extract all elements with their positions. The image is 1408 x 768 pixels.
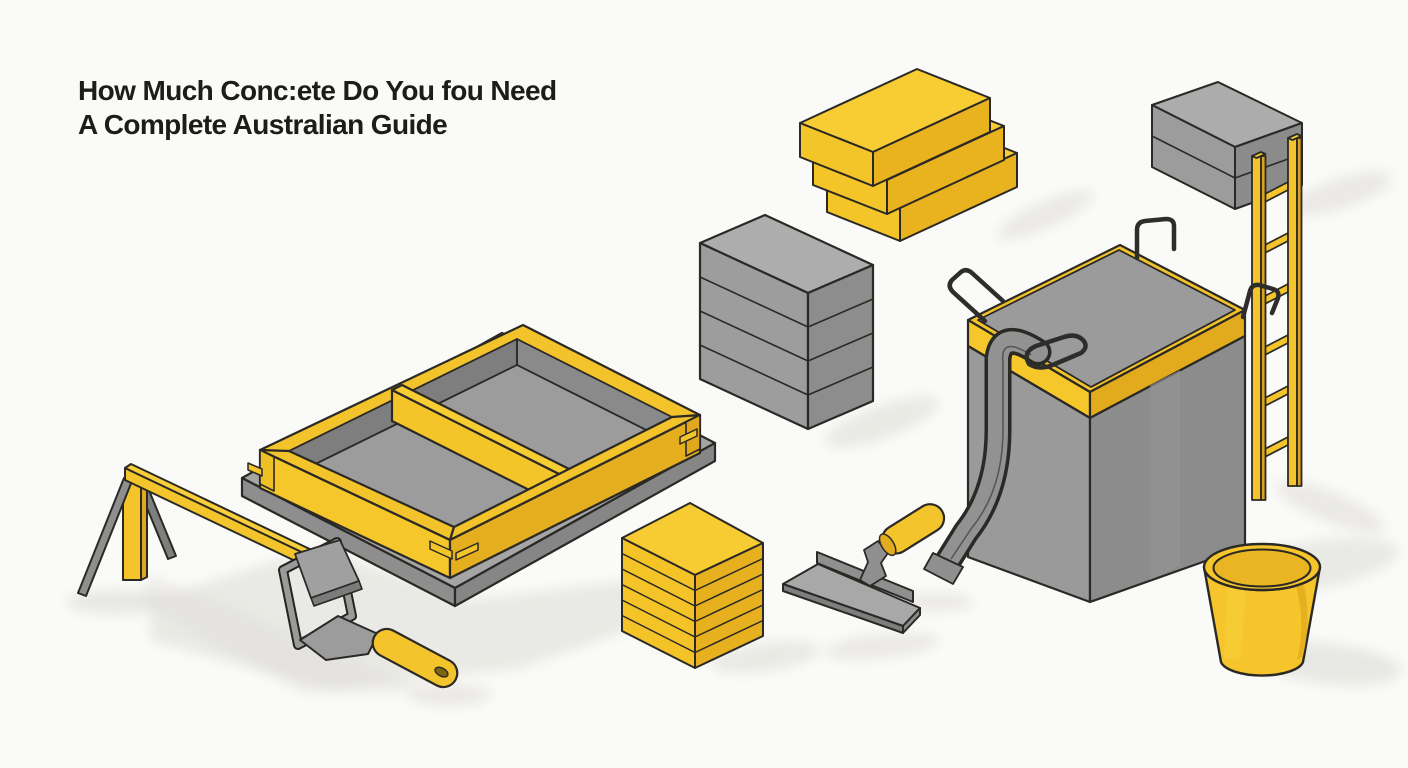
page-title: How Much Conc:ete Do You fou Need A Comp… — [78, 74, 557, 142]
wire-handle-icon — [1240, 282, 1281, 320]
yellow-bag-stack-icon — [621, 502, 764, 669]
page-title-line2: A Complete Australian Guide — [78, 109, 448, 140]
yellow-bucket-icon — [1202, 542, 1322, 677]
concrete-bin-with-chute-icon — [923, 216, 1247, 604]
discharge-chute-icon — [923, 328, 1052, 585]
grey-block-stack-large-icon — [698, 213, 875, 431]
wire-handle-icon — [947, 216, 1177, 370]
screed-board-on-stand-icon — [77, 463, 317, 597]
slab-formwork-with-divider-icon — [240, 323, 717, 608]
timber-ladder-icon — [1251, 133, 1303, 501]
finishing-trowel-icon — [782, 503, 946, 634]
page-title-line1: How Much Conc:ete Do You fou Need — [78, 75, 557, 106]
groover-edging-tool-icon — [278, 537, 459, 689]
